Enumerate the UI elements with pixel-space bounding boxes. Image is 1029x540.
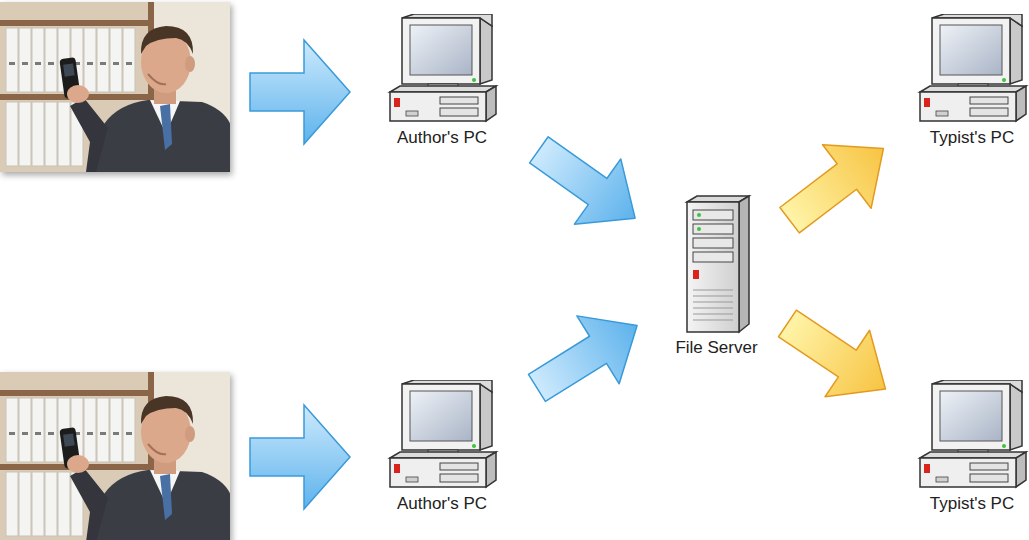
computer-node: File Server (672, 194, 761, 358)
pc-icon (382, 14, 502, 124)
computer-node: Author's PC (382, 14, 502, 148)
computer-node: Typist's PC (912, 14, 1029, 148)
dictating-photo (0, 372, 232, 540)
node-label: Typist's PC (930, 494, 1015, 514)
computer-node: Typist's PC (912, 380, 1029, 514)
flow-arrow (516, 117, 659, 251)
node-label: Author's PC (397, 494, 487, 514)
flow-arrow (765, 290, 908, 422)
node-label: File Server (675, 338, 757, 358)
server-icon (677, 194, 757, 334)
node-label: Typist's PC (930, 128, 1015, 148)
node-label: Author's PC (397, 128, 487, 148)
pc-icon (382, 380, 502, 490)
flow-arrow (516, 292, 658, 422)
input-arrow (250, 405, 350, 509)
computer-node: Author's PC (382, 380, 502, 514)
pc-icon (912, 380, 1029, 490)
dictating-photo (0, 2, 232, 172)
flow-arrow (765, 117, 907, 252)
input-arrow (250, 40, 350, 144)
pc-icon (912, 14, 1029, 124)
